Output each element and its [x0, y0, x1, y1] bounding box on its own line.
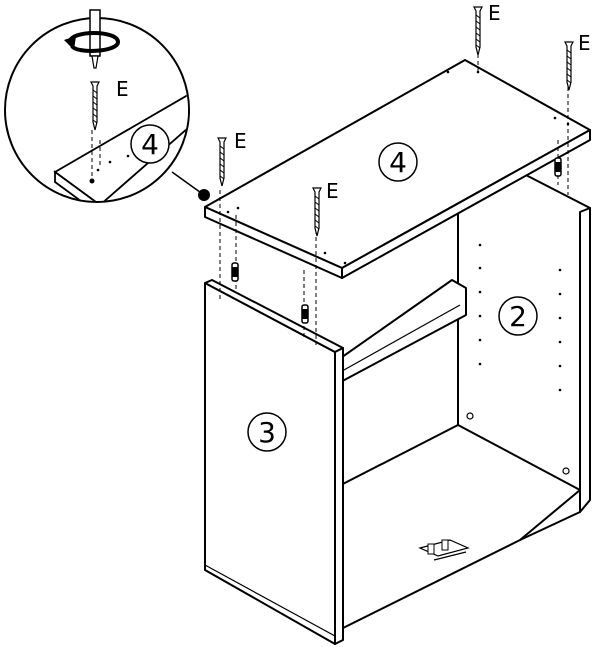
shelf-holes-front [478, 243, 482, 366]
detail-callout: E 4 [4, 9, 210, 203]
callout-dot [198, 189, 210, 201]
part-number-top: 4 [378, 142, 418, 182]
svg-text:3: 3 [258, 416, 276, 449]
screw-label: E [578, 31, 591, 55]
svg-text:4: 4 [141, 128, 159, 161]
part-number-detail: 4 [130, 124, 170, 164]
shelf-holes-back [558, 268, 562, 392]
screw-label: E [488, 1, 501, 25]
part-number-right: 2 [498, 296, 538, 336]
detail-screw-label: E [116, 77, 129, 101]
screw-label: E [234, 129, 247, 153]
rotate-arrow-icon [64, 31, 121, 53]
part-number-left: 3 [247, 412, 287, 452]
side-panel-left [204, 279, 344, 645]
top-panel-holes [226, 70, 570, 265]
svg-text:4: 4 [389, 146, 407, 179]
screw-label: E [326, 179, 339, 203]
svg-text:2: 2 [509, 300, 527, 333]
bracket [418, 539, 470, 561]
back-rail [334, 279, 467, 386]
